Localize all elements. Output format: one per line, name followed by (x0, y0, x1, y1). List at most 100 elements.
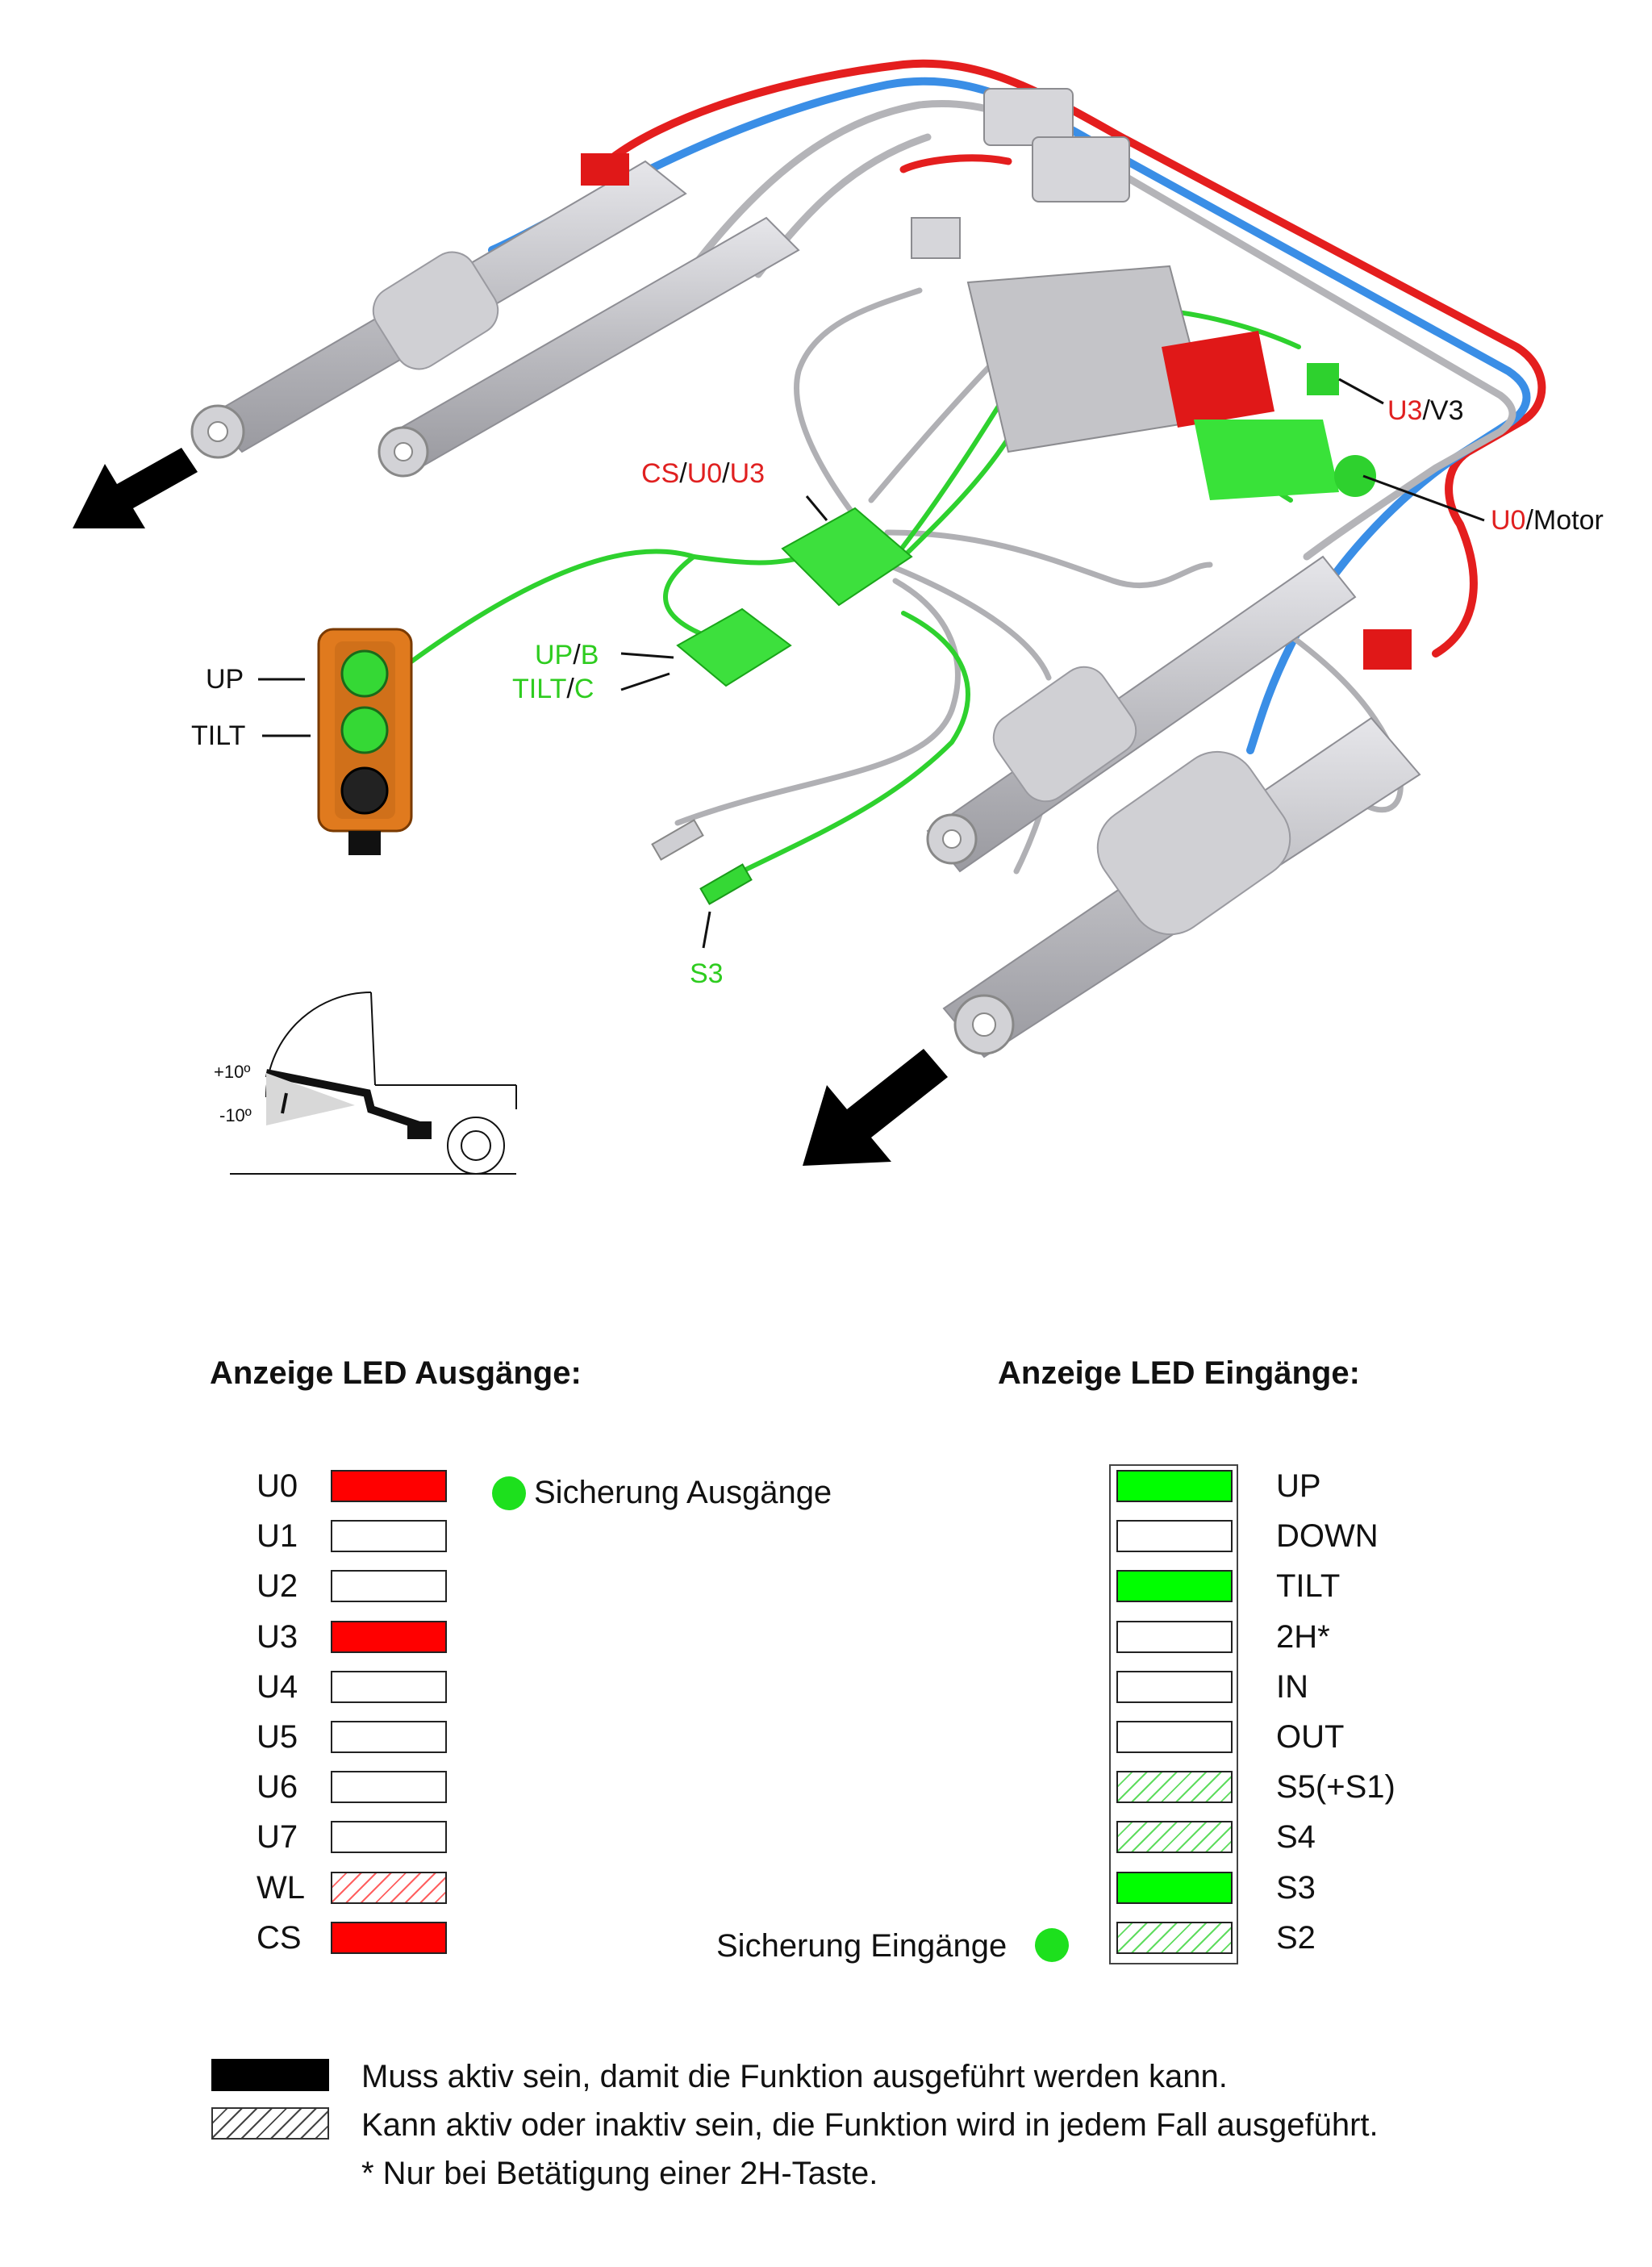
label-up: UP (206, 666, 244, 693)
label-tilt: TILT (191, 722, 245, 749)
label-part: /Motor (1525, 505, 1604, 536)
label-cs-u0-u3: CS/U0/U3 (641, 460, 765, 487)
label-u3-v3: U3/V3 (1387, 397, 1464, 424)
left-valve-block (581, 153, 629, 186)
outputs-led-indicator (331, 1520, 447, 1553)
outputs-row-label: U1 (257, 1518, 298, 1555)
left-cylinder-lower (378, 216, 800, 478)
outputs-row-label: U3 (257, 1618, 298, 1655)
outputs-led-indicator (331, 1921, 447, 1954)
angle-minus-label: -10º (219, 1105, 252, 1125)
inputs-row-label: TILT (1276, 1568, 1341, 1605)
inputs-row-label: S2 (1276, 1919, 1316, 1956)
label-part: TILT (512, 674, 567, 704)
inputs-led-indicator (1116, 1871, 1233, 1904)
motor-green (1194, 420, 1376, 500)
angle-plus-label: +10º (214, 1062, 251, 1082)
outputs-led-indicator (331, 1620, 447, 1653)
inputs-row-label: DOWN (1276, 1518, 1379, 1555)
label-part: TILT (191, 720, 246, 751)
arrow-right-icon (803, 1049, 948, 1166)
outputs-row-label: CS (257, 1919, 302, 1956)
label-up-b: UP/B (535, 641, 599, 669)
tilt-angle-sketch (230, 992, 517, 1175)
label-part: C (574, 674, 594, 704)
legend-hatched-swatch (211, 2107, 329, 2140)
inputs-led-indicator (1116, 1921, 1233, 1954)
inputs-title: Anzeige LED Eingänge: (998, 1355, 1360, 1391)
inputs-led-indicator (1116, 1520, 1233, 1553)
legend-solid-swatch (211, 2059, 329, 2091)
label-part: / (722, 458, 730, 489)
legend-footnote: * Nur bei Betätigung einer 2H-Taste. (361, 2156, 878, 2191)
label-part: U3 (729, 458, 766, 489)
outputs-led-indicator (331, 1470, 447, 1502)
inputs-row-label: IN (1276, 1668, 1308, 1705)
label-part: U0 (1491, 505, 1526, 536)
outputs-led-indicator (331, 1771, 447, 1804)
label-s3: S3 (690, 960, 724, 987)
input-fuse-label: Sicherung Eingänge (716, 1928, 1007, 1964)
outputs-row-label: WL (257, 1869, 305, 1906)
inputs-led-indicator (1116, 1470, 1233, 1502)
right-cylinder-upper (926, 555, 1357, 873)
outputs-led-indicator (331, 1871, 447, 1904)
output-fuse-label: Sicherung Ausgänge (534, 1475, 832, 1510)
outputs-led-indicator (331, 1821, 447, 1854)
outputs-row-label: U2 (257, 1568, 298, 1605)
inputs-led-indicator (1116, 1821, 1233, 1854)
inputs-led-indicator (1116, 1771, 1233, 1804)
inputs-row-label: UP (1276, 1468, 1321, 1504)
inputs-led-indicator (1116, 1670, 1233, 1703)
control-hub (781, 507, 913, 607)
label-part: U3 (1387, 395, 1423, 426)
outputs-row-label: U6 (257, 1769, 298, 1806)
sensor-s3 (699, 863, 753, 905)
label-part: / (566, 674, 574, 704)
legend-must-active: Muss aktiv sein, damit die Funktion ausg… (361, 2059, 1228, 2094)
right-valve-block (1363, 629, 1412, 670)
handset-black-button (340, 766, 389, 815)
label-part: B (580, 640, 599, 670)
arrow-left-icon (73, 448, 198, 528)
label-part: UP (206, 664, 244, 695)
outputs-row-label: U5 (257, 1719, 298, 1755)
label-part: / (679, 458, 687, 489)
handset-connector (676, 607, 792, 687)
label-part: CS (641, 458, 680, 489)
label-part: / (573, 640, 581, 670)
inputs-led-indicator (1116, 1721, 1233, 1753)
outputs-row-label: U4 (257, 1668, 298, 1705)
inputs-row-label: OUT (1276, 1719, 1345, 1755)
label-part: S3 (690, 958, 724, 989)
handset-up-button (340, 649, 389, 698)
outputs-title: Anzeige LED Ausgänge: (210, 1355, 582, 1391)
output-fuse-led-icon (492, 1476, 526, 1510)
label-part: UP (535, 640, 574, 670)
left-cylinder-upper (190, 160, 687, 459)
outputs-led-indicator (331, 1570, 447, 1603)
inputs-led-indicator (1116, 1620, 1233, 1653)
inputs-row-label: S4 (1276, 1819, 1316, 1856)
inputs-row-label: 2H* (1276, 1618, 1330, 1655)
handset-pendant (317, 628, 413, 855)
grey-cables (674, 287, 1404, 875)
pump-valve-red (1162, 331, 1339, 428)
inputs-row-label: S5(+S1) (1276, 1769, 1395, 1806)
inputs-led-frame (1109, 1464, 1238, 1964)
label-part: U0 (686, 458, 723, 489)
handset-tilt-button (340, 706, 389, 754)
sensor-grey (651, 819, 704, 861)
outputs-led-indicator (331, 1670, 447, 1703)
outputs-row-label: U7 (257, 1819, 298, 1856)
label-part: /V3 (1422, 395, 1464, 426)
inputs-led-indicator (1116, 1570, 1233, 1603)
right-cylinder-lower (942, 716, 1421, 1058)
leader-lines (258, 378, 1485, 949)
outputs-row-label: U0 (257, 1468, 298, 1504)
label-u0-motor: U0/Motor (1491, 507, 1604, 534)
inputs-row-label: S3 (1276, 1869, 1316, 1906)
outputs-led-indicator (331, 1721, 447, 1753)
valve-stack (911, 88, 1130, 259)
input-fuse-led-icon (1035, 1928, 1069, 1962)
